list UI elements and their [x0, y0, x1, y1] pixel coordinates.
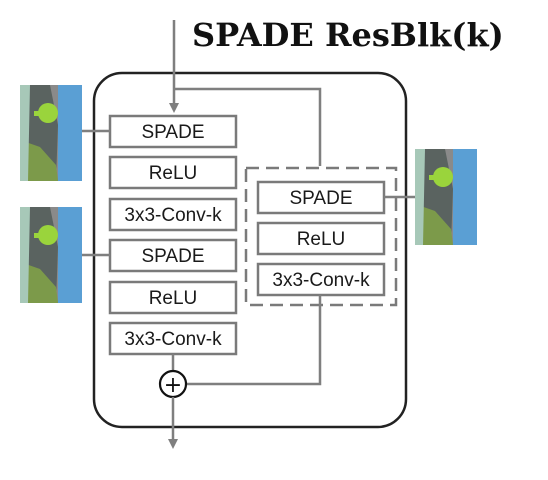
main-branch: SPADE ReLU 3x3-Conv-k SPADE ReLU 3x3-Con… — [108, 114, 238, 356]
shortcut-relu-label: ReLU — [297, 229, 346, 250]
main-spade-2-box — [108, 238, 238, 273]
sum-symbol: + — [164, 373, 182, 398]
main-conv-1-label: 3x3-Conv-k — [124, 205, 222, 226]
main-relu-2-label: ReLU — [149, 288, 198, 309]
segmap-thumbnail-2 — [20, 207, 82, 303]
main-relu-1-box — [108, 155, 238, 190]
shortcut-to-sum-line — [187, 295, 322, 386]
shortcut-conv-label: 3x3-Conv-k — [272, 270, 370, 291]
shortcut-relu-box — [256, 221, 386, 256]
main-spade-1-label: SPADE — [141, 122, 204, 143]
segmap-thumbnail-3 — [415, 149, 477, 245]
main-conv-2-label: 3x3-Conv-k — [124, 329, 222, 350]
main-relu-1-label: ReLU — [149, 163, 198, 184]
main-relu-2-box — [108, 280, 238, 315]
segmap-thumbnail-1 — [20, 85, 82, 181]
diagram-title: SPADE ResBlk(k) — [192, 16, 504, 54]
skip-connection-line — [174, 87, 322, 166]
main-spade-2-label: SPADE — [141, 246, 204, 267]
main-conv-2-box — [108, 321, 238, 356]
shortcut-conv-box — [256, 262, 386, 297]
shortcut-branch: SPADE ReLU 3x3-Conv-k — [256, 180, 386, 297]
main-spade-1-box — [108, 114, 238, 149]
main-conv-1-box — [108, 197, 238, 232]
shortcut-spade-label: SPADE — [289, 188, 352, 209]
